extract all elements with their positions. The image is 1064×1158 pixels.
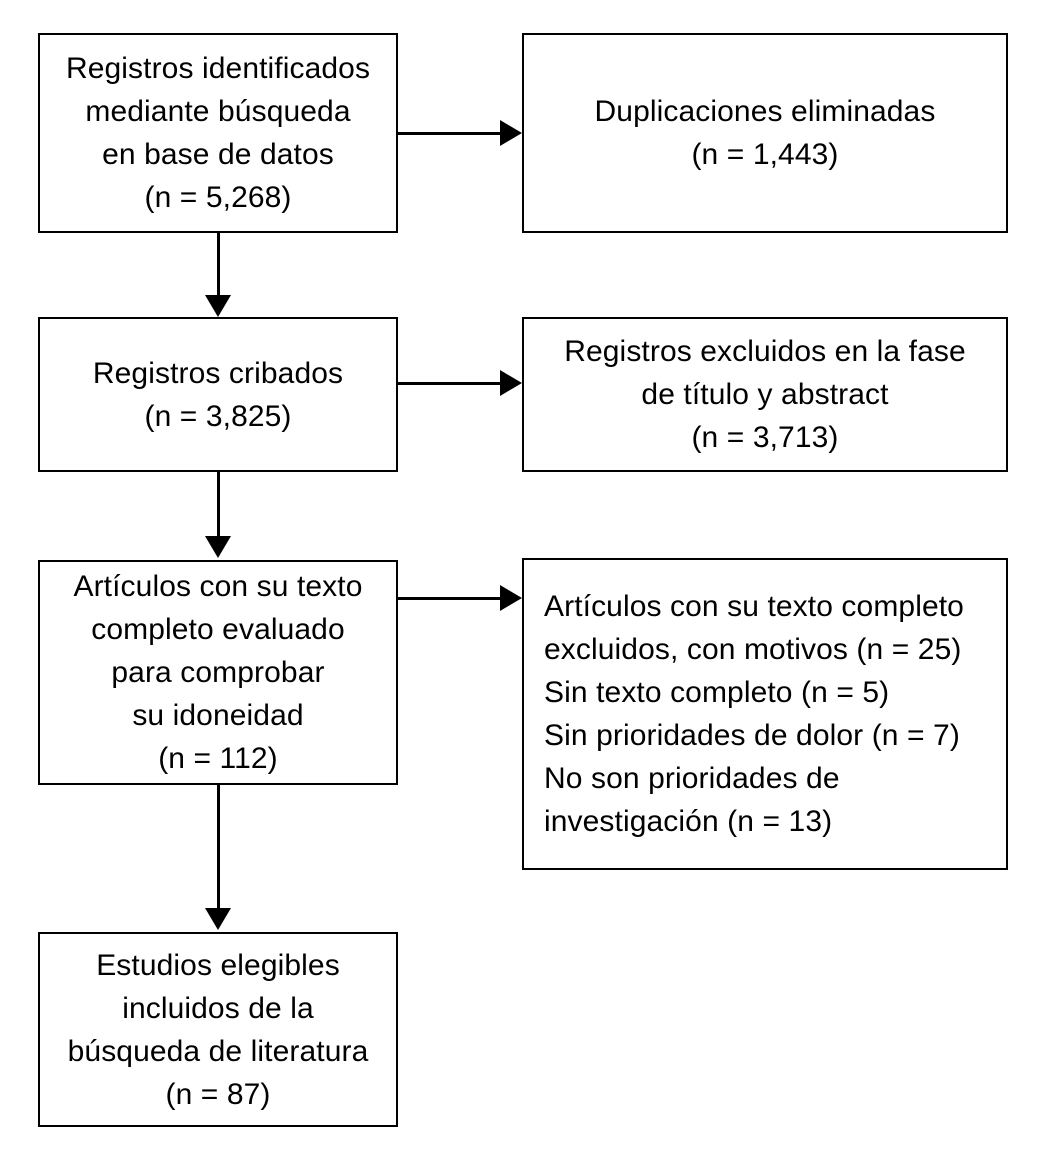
fulltext-excluded-reason-line-1: Sin texto completo (n = 5) <box>544 676 890 709</box>
fulltext-assessed-line-1: Artículos con su texto <box>73 570 363 603</box>
arrow-screened-to-excluded-head <box>500 370 522 396</box>
fulltext-assessed-line-4: su idoneidad <box>132 699 304 732</box>
studies-included-count: (n = 87) <box>165 1077 271 1111</box>
records-identified-line-3: en base de datos <box>102 138 334 171</box>
fulltext-assessed-line-2: completo evaluado <box>91 613 345 646</box>
studies-included-line-1: Estudios elegibles <box>96 948 340 982</box>
fulltext-excluded-header-line-1: Artículos con su texto completo <box>544 590 964 623</box>
box-studies-included: Estudios elegibles incluidos de la búsqu… <box>38 932 398 1127</box>
arrow-fulltext-to-excluded-line <box>398 597 502 600</box>
arrow-screened-to-excluded-line <box>398 382 502 385</box>
box-fulltext-assessed-text: Artículos con su texto completo evaluado… <box>73 565 362 780</box>
studies-included-line-3: búsqueda de literatura <box>67 1034 369 1068</box>
box-records-screened: Registros cribados (n = 3,825) <box>38 317 398 472</box>
records-screened-count: (n = 3,825) <box>144 399 292 433</box>
box-records-identified: Registros identificados mediante búsqued… <box>38 33 398 233</box>
arrow-identification-to-screened-line <box>217 233 220 297</box>
box-fulltext-assessed: Artículos con su texto completo evaluado… <box>38 560 398 785</box>
box-duplicates-removed-text: Duplicaciones eliminadas (n = 1,443) <box>595 90 936 176</box>
box-records-identified-text: Registros identificados mediante búsqued… <box>66 47 370 219</box>
arrow-screened-to-fulltext-line <box>217 472 220 538</box>
box-records-excluded-title-abstract-text: Registros excluidos en la fase de título… <box>564 330 966 459</box>
box-records-excluded-title-abstract: Registros excluidos en la fase de título… <box>522 317 1008 472</box>
records-excluded-line-1: Registros excluidos en la fase <box>564 335 966 368</box>
arrow-identification-to-duplicates-head <box>500 120 522 146</box>
duplicates-removed-count: (n = 1,443) <box>691 138 839 171</box>
studies-included-line-2: incluidos de la <box>122 991 314 1025</box>
box-fulltext-excluded-with-reasons: Artículos con su texto completo excluido… <box>522 558 1008 870</box>
fulltext-excluded-reason-line-2: Sin prioridades de dolor (n = 7) <box>544 719 960 752</box>
records-screened-line-1: Registros cribados <box>92 356 344 390</box>
box-fulltext-excluded-text: Artículos con su texto completo excluido… <box>524 585 964 843</box>
arrow-identification-to-screened-head <box>205 295 231 317</box>
records-identified-count: (n = 5,268) <box>144 181 292 214</box>
arrow-identification-to-duplicates-line <box>398 132 502 135</box>
records-excluded-line-2: de título y abstract <box>641 378 889 411</box>
fulltext-excluded-reason-line-4: investigación (n = 13) <box>544 805 833 838</box>
arrow-fulltext-to-included-line <box>217 785 220 910</box>
box-records-screened-text: Registros cribados (n = 3,825) <box>93 352 343 438</box>
arrow-fulltext-to-excluded-head <box>500 585 522 611</box>
fulltext-assessed-line-3: para comprobar <box>111 656 325 689</box>
records-excluded-count: (n = 3,713) <box>691 421 839 454</box>
records-identified-line-2: mediante búsqueda <box>85 95 351 128</box>
fulltext-excluded-reason-line-3: No son prioridades de <box>544 762 840 795</box>
arrow-fulltext-to-included-head <box>205 908 231 930</box>
box-duplicates-removed: Duplicaciones eliminadas (n = 1,443) <box>522 33 1008 233</box>
arrow-screened-to-fulltext-head <box>205 536 231 558</box>
fulltext-assessed-count: (n = 112) <box>158 742 278 775</box>
fulltext-excluded-header-line-2: excluidos, con motivos (n = 25) <box>544 633 962 666</box>
records-identified-line-1: Registros identificados <box>65 52 371 85</box>
box-studies-included-text: Estudios elegibles incluidos de la búsqu… <box>68 944 369 1116</box>
duplicates-removed-line-1: Duplicaciones eliminadas <box>594 95 936 128</box>
